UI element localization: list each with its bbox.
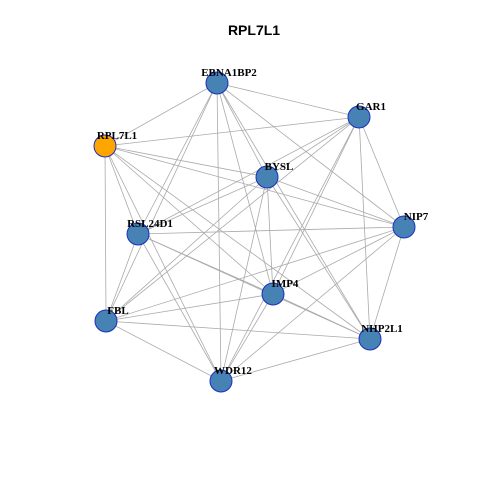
edge-gar1-fbl <box>105 116 360 322</box>
edge-fbl-nhp2l1 <box>105 320 371 340</box>
node-circle-nhp2l1 <box>358 327 382 351</box>
edge-gar1-bysl <box>266 116 360 178</box>
edge-imp4-fbl <box>105 293 274 322</box>
edge-imp4-wdr12 <box>220 293 274 382</box>
node-nhp2l1: NHP2L1 <box>358 323 403 351</box>
node-circle-ebna1bp2 <box>205 71 229 95</box>
edge-nip7-rsl24d1 <box>137 226 405 235</box>
node-rsl24d1: RSL24D1 <box>126 218 173 246</box>
edge-nip7-nhp2l1 <box>369 226 405 340</box>
node-label-gar1: GAR1 <box>356 101 386 113</box>
edge-ebna1bp2-fbl <box>105 82 218 322</box>
edge-nip7-imp4 <box>272 226 405 295</box>
node-wdr12: WDR12 <box>209 365 252 393</box>
edge-bysl-rsl24d1 <box>137 176 268 235</box>
node-label-ebna1bp2: EBNA1BP2 <box>201 67 257 79</box>
node-bysl: BYSL <box>255 161 294 189</box>
edge-bysl-nip7 <box>266 176 405 228</box>
edge-rpl7l1-bysl <box>104 145 268 178</box>
edge-gar1-rsl24d1 <box>137 116 360 235</box>
node-gar1: GAR1 <box>347 101 386 129</box>
edge-rpl7l1-wdr12 <box>104 145 222 382</box>
edge-bysl-wdr12 <box>220 176 268 382</box>
edge-fbl-wdr12 <box>105 320 222 382</box>
edge-imp4-nhp2l1 <box>272 293 371 340</box>
edge-ebna1bp2-rpl7l1 <box>104 82 218 147</box>
node-label-nip7: NIP7 <box>404 211 429 223</box>
node-label-rpl7l1: RPL7L1 <box>97 130 137 142</box>
node-circle-imp4 <box>261 282 285 306</box>
node-rpl7l1: RPL7L1 <box>93 130 137 158</box>
edge-gar1-wdr12 <box>220 116 360 382</box>
graph-title: RPL7L1 <box>228 22 280 38</box>
node-circle-gar1 <box>347 105 371 129</box>
edge-rpl7l1-nip7 <box>104 145 405 228</box>
node-fbl: FBL <box>94 305 129 333</box>
edge-nip7-fbl <box>105 226 405 322</box>
edge-gar1-rpl7l1 <box>104 116 360 147</box>
edge-bysl-imp4 <box>266 176 274 295</box>
node-label-imp4: IMP4 <box>272 278 299 290</box>
edge-ebna1bp2-nhp2l1 <box>216 82 371 340</box>
node-imp4: IMP4 <box>261 278 299 306</box>
edge-gar1-nip7 <box>358 116 405 228</box>
node-circle-rsl24d1 <box>126 222 150 246</box>
node-ebna1bp2: EBNA1BP2 <box>201 67 257 95</box>
node-circle-wdr12 <box>209 369 233 393</box>
node-label-wdr12: WDR12 <box>214 365 252 377</box>
node-label-rsl24d1: RSL24D1 <box>127 218 173 230</box>
edge-gar1-imp4 <box>272 116 360 295</box>
edge-rsl24d1-wdr12 <box>137 233 222 382</box>
node-label-nhp2l1: NHP2L1 <box>361 323 403 335</box>
edge-ebna1bp2-imp4 <box>216 82 274 295</box>
edge-layer <box>104 82 405 382</box>
edge-nip7-wdr12 <box>220 226 405 382</box>
node-circle-nip7 <box>392 215 416 239</box>
edge-rsl24d1-fbl <box>105 233 139 322</box>
edge-bysl-fbl <box>105 176 268 322</box>
edge-ebna1bp2-gar1 <box>216 82 360 118</box>
edge-rpl7l1-fbl <box>104 145 107 322</box>
edge-bysl-nhp2l1 <box>266 176 371 340</box>
node-circle-fbl <box>94 309 118 333</box>
node-circle-rpl7l1 <box>93 134 117 158</box>
edge-rpl7l1-nhp2l1 <box>104 145 371 340</box>
edge-ebna1bp2-rsl24d1 <box>137 82 218 235</box>
edge-nhp2l1-wdr12 <box>220 338 371 382</box>
edge-rpl7l1-imp4 <box>104 145 274 295</box>
node-label-fbl: FBL <box>107 305 128 317</box>
edge-ebna1bp2-nip7 <box>216 82 405 228</box>
node-circle-bysl <box>255 165 279 189</box>
edge-rpl7l1-rsl24d1 <box>104 145 139 235</box>
node-nip7: NIP7 <box>392 211 429 239</box>
node-label-bysl: BYSL <box>265 161 294 173</box>
